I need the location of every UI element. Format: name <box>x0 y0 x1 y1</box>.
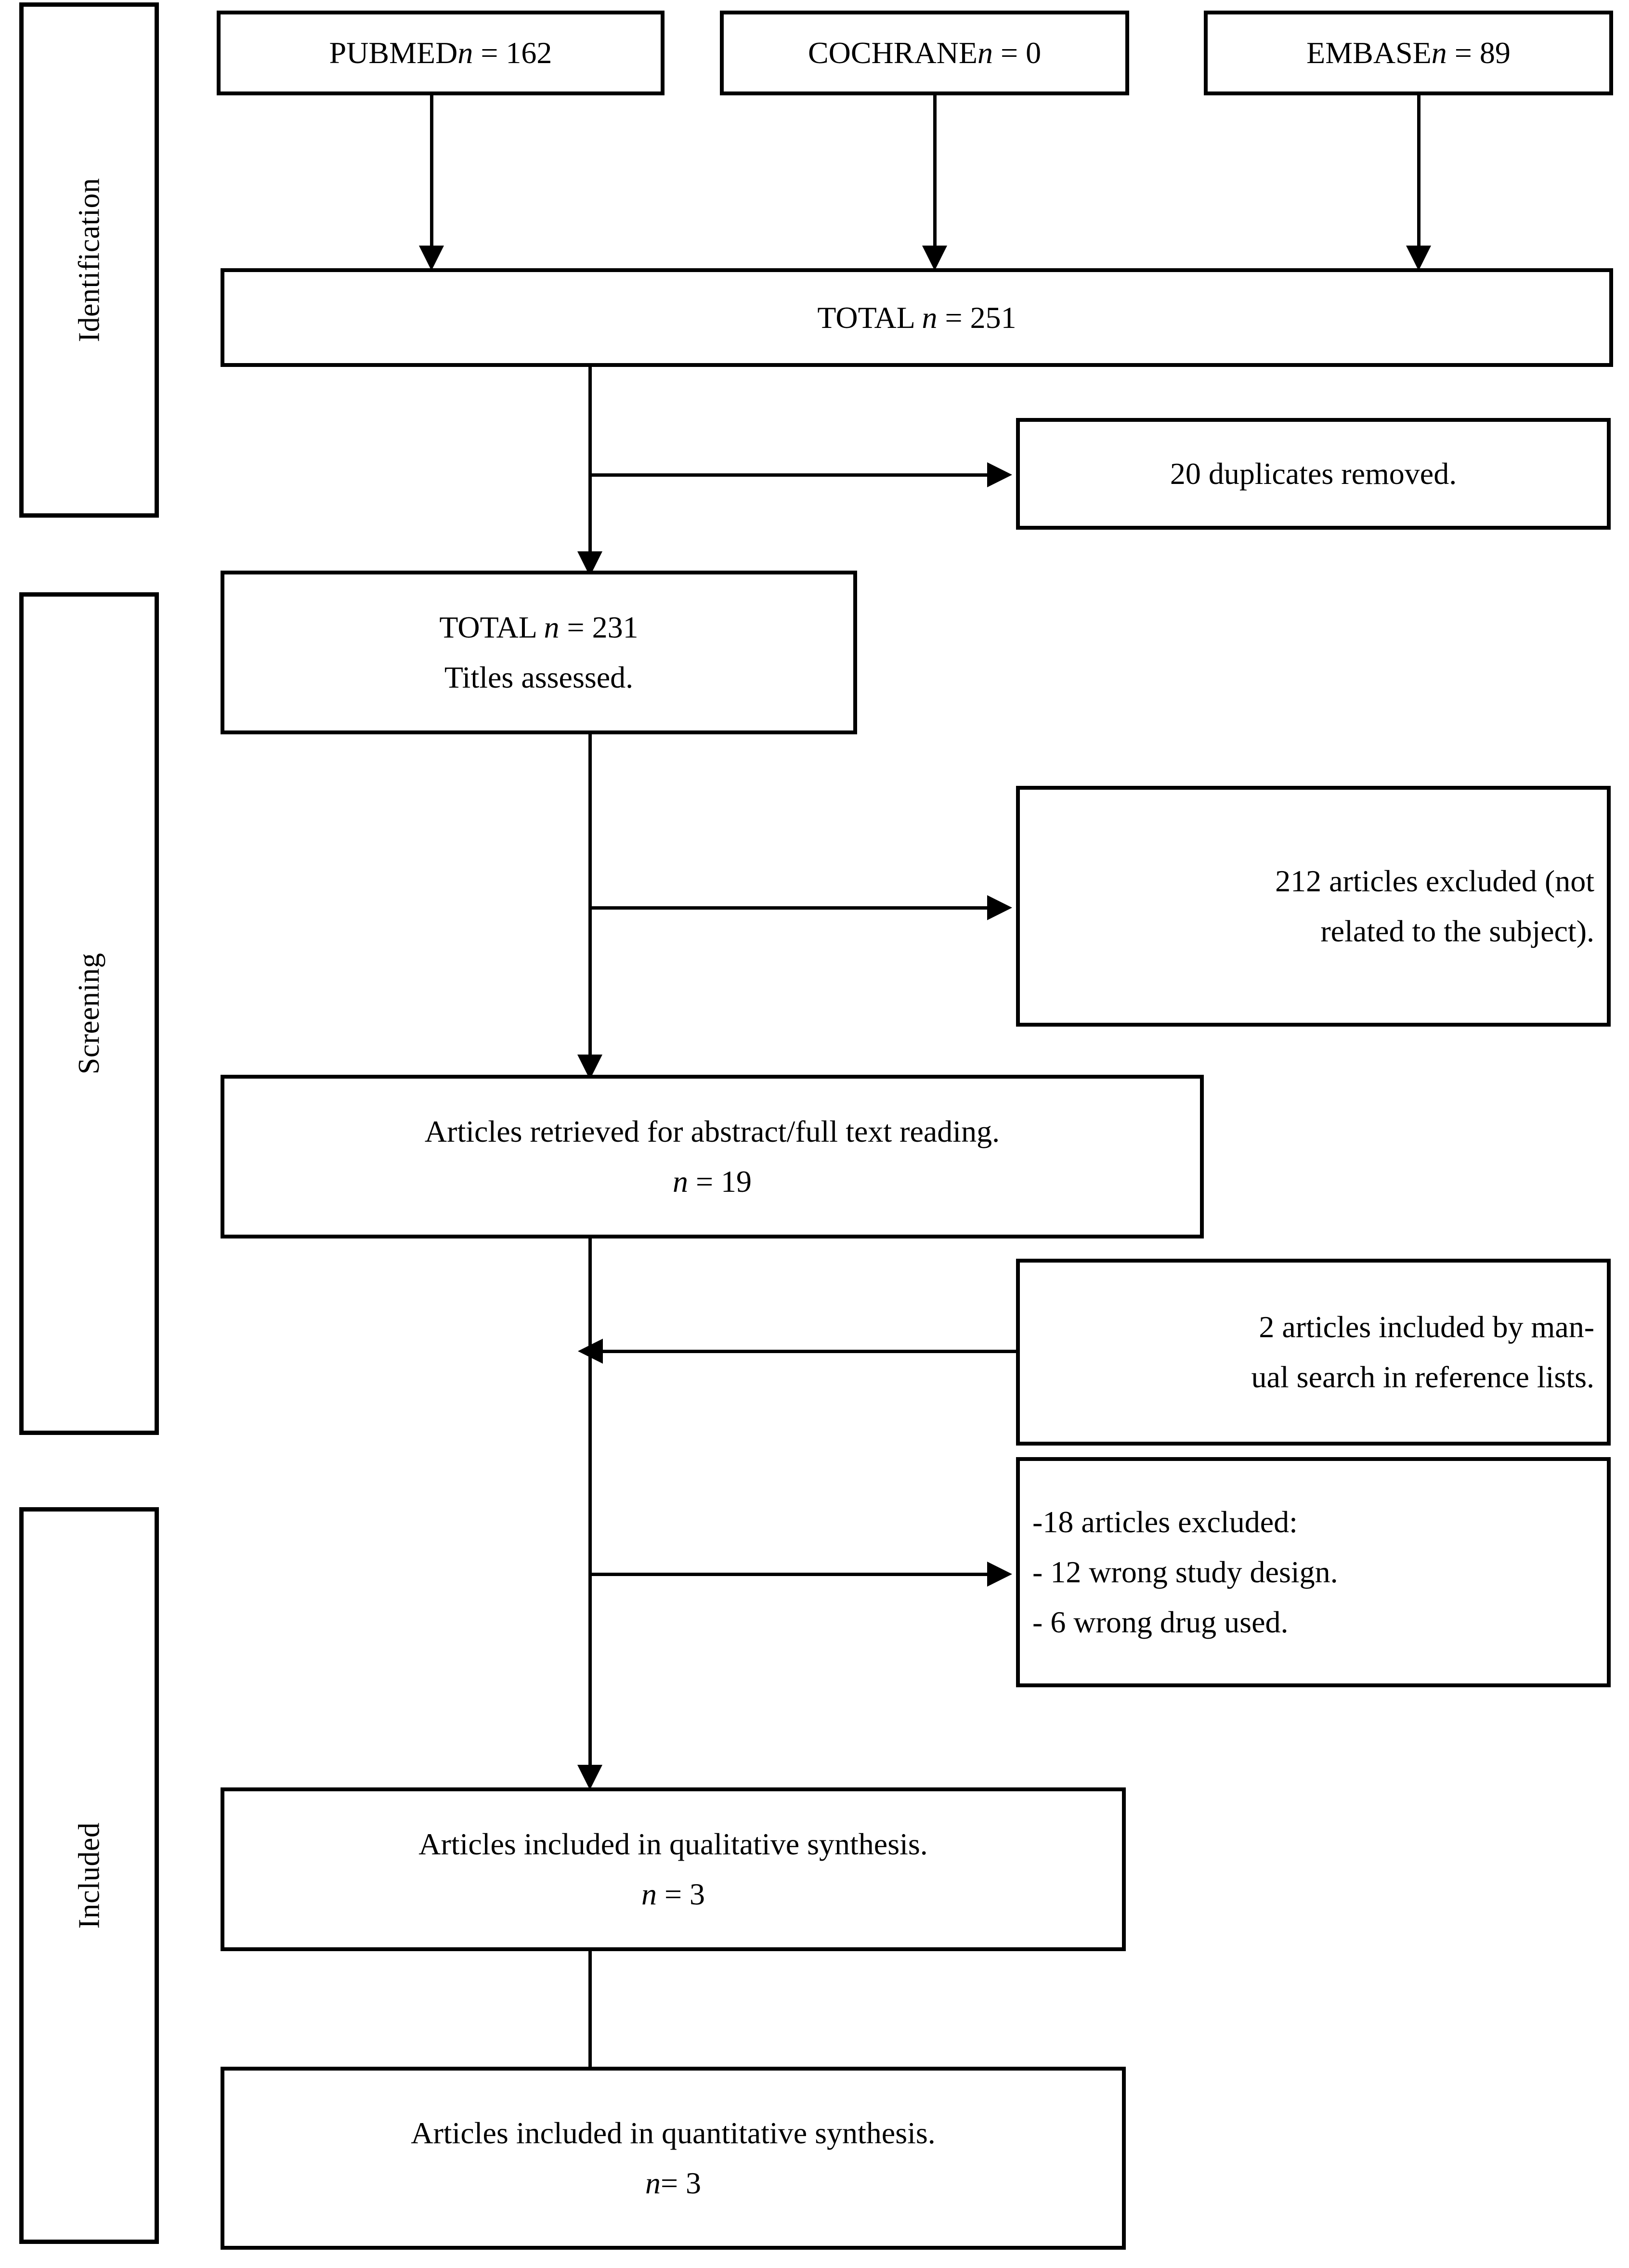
arrowhead-embase-to-total251 <box>1406 246 1431 271</box>
arrowhead-retrieved-to-qualitative <box>577 1765 602 1790</box>
connector-total251-to-total231 <box>588 367 592 555</box>
articles-retrieved-line1: Articles retrieved for abstract/full tex… <box>424 1114 1000 1149</box>
node-total-251: TOTAL n = 251 <box>221 268 1613 367</box>
total-231-count: TOTAL n = 231 <box>439 610 639 645</box>
excluded-212-line2: related to the subject). <box>1320 914 1594 948</box>
connector-total231-to-excluded212 <box>588 906 988 910</box>
source-box-pubmed: PUBMEDn = 162 <box>217 11 665 95</box>
quantitative-synthesis-line1: Articles included in quantitative synthe… <box>411 2116 936 2151</box>
stage-bar-included: Included <box>19 1507 159 2244</box>
node-qualitative-synthesis: Articles included in qualitative synthes… <box>221 1787 1126 1951</box>
connector-total251-to-duplicates <box>588 473 988 477</box>
connector-cochrane-to-total251 <box>933 95 937 249</box>
connector-retrieved-to-qualitative <box>588 1238 592 1768</box>
arrowhead-total251-to-duplicates <box>987 462 1012 487</box>
quantitative-synthesis-count: n= 3 <box>645 2166 702 2200</box>
total-251-label: TOTAL n = 251 <box>817 300 1016 335</box>
source-box-embase: EMBASEn = 89 <box>1204 11 1613 95</box>
node-excluded-212: 212 articles excluded (not related to th… <box>1016 786 1611 1027</box>
connector-manualsearch-to-trunk <box>603 1350 1017 1353</box>
source-label-embase: EMBASEn = 89 <box>1306 36 1511 70</box>
excluded-18-line2: - 12 wrong study design. <box>1032 1555 1338 1590</box>
excluded-18-line1: -18 articles excluded: <box>1032 1505 1298 1539</box>
connector-embase-to-total251 <box>1417 95 1420 249</box>
node-excluded-18: -18 articles excluded: - 12 wrong study … <box>1016 1457 1611 1687</box>
source-label-cochrane: COCHRANEn = 0 <box>808 36 1042 70</box>
arrowhead-manualsearch-to-trunk <box>578 1339 603 1364</box>
source-label-pubmed: PUBMEDn = 162 <box>329 36 552 70</box>
arrowhead-pubmed-to-total251 <box>419 246 444 271</box>
arrowhead-cochrane-to-total251 <box>922 246 947 271</box>
duplicates-removed-label: 20 duplicates removed. <box>1170 456 1457 491</box>
node-duplicates-removed: 20 duplicates removed. <box>1016 418 1611 530</box>
stage-label-screening: Screening <box>72 952 105 1075</box>
connector-total231-to-retrieved <box>588 734 592 1058</box>
arrowhead-total231-to-excluded212 <box>987 895 1012 920</box>
stage-bar-identification: Identification <box>19 2 159 518</box>
total-231-subtitle: Titles assessed. <box>444 660 634 694</box>
arrowhead-trunk-to-excluded18 <box>987 1562 1012 1587</box>
manual-search-line1: 2 articles included by man- <box>1259 1310 1594 1344</box>
manual-search-line2: ual search in reference lists. <box>1251 1360 1594 1394</box>
stage-label-identification: Identification <box>73 178 106 342</box>
qualitative-synthesis-line1: Articles included in qualitative synthes… <box>418 1827 928 1862</box>
stage-label-included: Included <box>72 1822 105 1929</box>
connector-trunk-to-excluded18 <box>588 1573 988 1576</box>
connector-qualitative-to-quantitative <box>588 1951 592 2091</box>
qualitative-synthesis-count: n = 3 <box>641 1877 705 1911</box>
connector-pubmed-to-total251 <box>430 95 433 249</box>
node-total-231: TOTAL n = 231 Titles assessed. <box>221 571 857 734</box>
node-articles-retrieved: Articles retrieved for abstract/full tex… <box>221 1075 1204 1238</box>
node-quantitative-synthesis: Articles included in quantitative synthe… <box>221 2067 1126 2250</box>
node-manual-search: 2 articles included by man- ual search i… <box>1016 1259 1611 1446</box>
excluded-212-line1: 212 articles excluded (not <box>1275 864 1594 899</box>
articles-retrieved-count: n = 19 <box>672 1164 752 1199</box>
source-box-cochrane: COCHRANEn = 0 <box>720 11 1129 95</box>
excluded-18-line3: - 6 wrong drug used. <box>1032 1604 1289 1639</box>
stage-bar-screening: Screening <box>19 592 159 1435</box>
